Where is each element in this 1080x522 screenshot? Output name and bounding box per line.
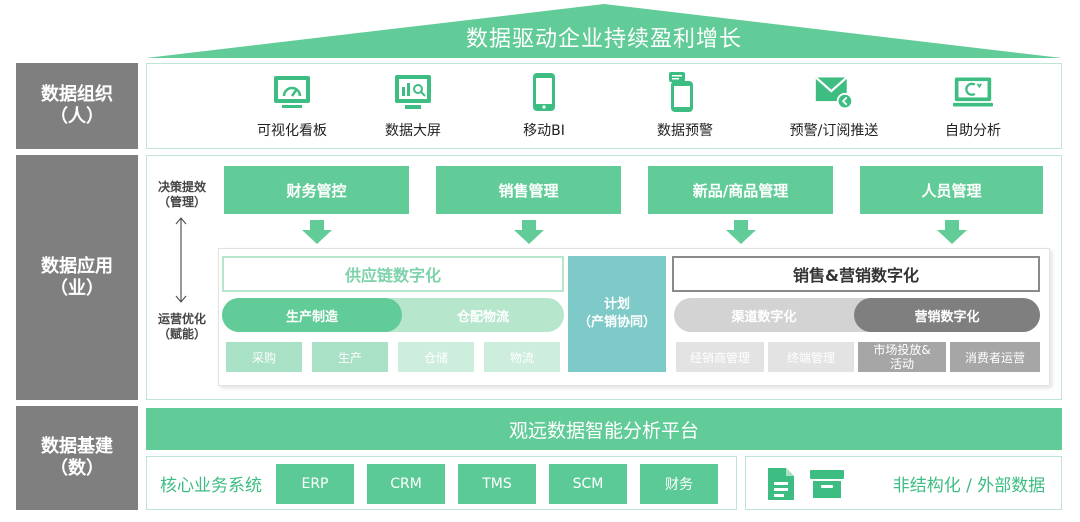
double-arrow-icon [175,217,187,303]
side-label-decision: 决策提效 （管理） [150,178,214,212]
archive-box-icon [810,470,844,498]
down-arrow-icon [514,220,544,244]
down-arrow-icon [726,220,756,244]
tool-big-screen[interactable]: 数据大屏 [343,66,483,146]
leaf-distributor[interactable]: 经销商管理 [676,342,764,372]
side-label-decision-l1: 决策提效 [157,180,206,194]
big-screen-icon [393,72,433,112]
system-erp[interactable]: ERP [276,464,354,504]
tool-label: 数据预警 [657,123,713,139]
row-label-infra-sub: （数） [50,458,104,479]
leaf-logistics[interactable]: 物流 [484,342,560,372]
mgmt-sales[interactable]: 销售管理 [436,166,621,214]
row-label-app-sub: （业） [50,277,104,299]
leaf-market-campaign[interactable]: 市场投放&活动 [858,342,946,372]
document-icon [768,468,794,500]
mail-push-icon [814,72,854,112]
sales-marketing-title[interactable]: 销售&营销数字化 [672,256,1040,292]
mgmt-product[interactable]: 新品/商品管理 [648,166,833,214]
row-label-infra: 数据基建 （数） [16,406,138,510]
mobile-phone-icon [524,72,564,112]
leaf-terminal[interactable]: 终端管理 [768,342,854,372]
system-tms[interactable]: TMS [458,464,536,504]
phone-alert-icon [665,72,705,112]
side-label-ops-l1: 运营优化 [157,312,206,326]
row-label-infra-title: 数据基建 [41,436,113,457]
dashboard-gauge-icon [272,72,312,112]
tool-label: 预警/订阅推送 [789,123,879,139]
tool-alert-subscription[interactable]: 预警/订阅推送 [764,66,904,146]
row-label-app-title: 数据应用 [41,255,113,277]
system-finance[interactable]: 财务 [640,464,718,504]
leaf-purchasing[interactable]: 采购 [226,342,302,372]
pill-production[interactable]: 生产制造 [222,298,402,332]
down-arrow-icon [302,220,332,244]
tool-data-alert[interactable]: 数据预警 [615,66,755,146]
supply-chain-title[interactable]: 供应链数字化 [222,256,564,292]
pill-marketing[interactable]: 营销数字化 [854,298,1040,332]
row-label-org-title: 数据组织 [41,84,113,105]
row-label-org-sub: （人） [50,106,104,127]
tool-label: 可视化看板 [257,123,327,139]
tool-label: 数据大屏 [385,123,441,139]
leaf-production[interactable]: 生产 [312,342,388,372]
system-scm[interactable]: SCM [549,464,627,504]
row-label-app: 数据应用 （业） [16,155,138,400]
self-service-analysis-icon [953,72,993,112]
plan-subtitle: （产销协同） [577,315,656,330]
side-label-ops: 运营优化 （赋能） [150,310,214,344]
plan-box[interactable]: 计划 （产销协同） [568,256,666,372]
tool-self-service-analysis[interactable]: 自助分析 [903,66,1043,146]
tool-mobile-bi[interactable]: 移动BI [474,66,614,146]
leaf-consumer-ops[interactable]: 消费者运营 [950,342,1040,372]
side-label-ops-l2: （赋能） [157,327,206,341]
external-data-panel [745,456,1062,510]
core-systems-label: 核心业务系统 [160,475,262,496]
pill-channel[interactable]: 渠道数字化 [731,309,797,325]
leaf-warehousing[interactable]: 仓储 [398,342,474,372]
platform-bar[interactable]: 观远数据智能分析平台 [146,408,1062,450]
plan-title: 计划 [603,297,630,312]
system-crm[interactable]: CRM [367,464,445,504]
mgmt-personnel[interactable]: 人员管理 [860,166,1043,214]
tool-visual-dashboard[interactable]: 可视化看板 [222,66,362,146]
tool-label: 移动BI [523,123,565,139]
tool-label: 自助分析 [945,123,1001,139]
roof-title: 数据驱动企业持续盈利增长 [465,27,742,52]
pill-warehouse-logistics[interactable]: 仓配物流 [456,309,509,325]
row-label-org: 数据组织 （人） [16,63,138,149]
down-arrow-icon [937,220,967,244]
external-data-label: 非结构化 / 外部数据 [892,475,1046,496]
roof-banner [146,4,1062,58]
side-label-decision-l2: （管理） [157,195,206,209]
mgmt-finance[interactable]: 财务管控 [224,166,409,214]
